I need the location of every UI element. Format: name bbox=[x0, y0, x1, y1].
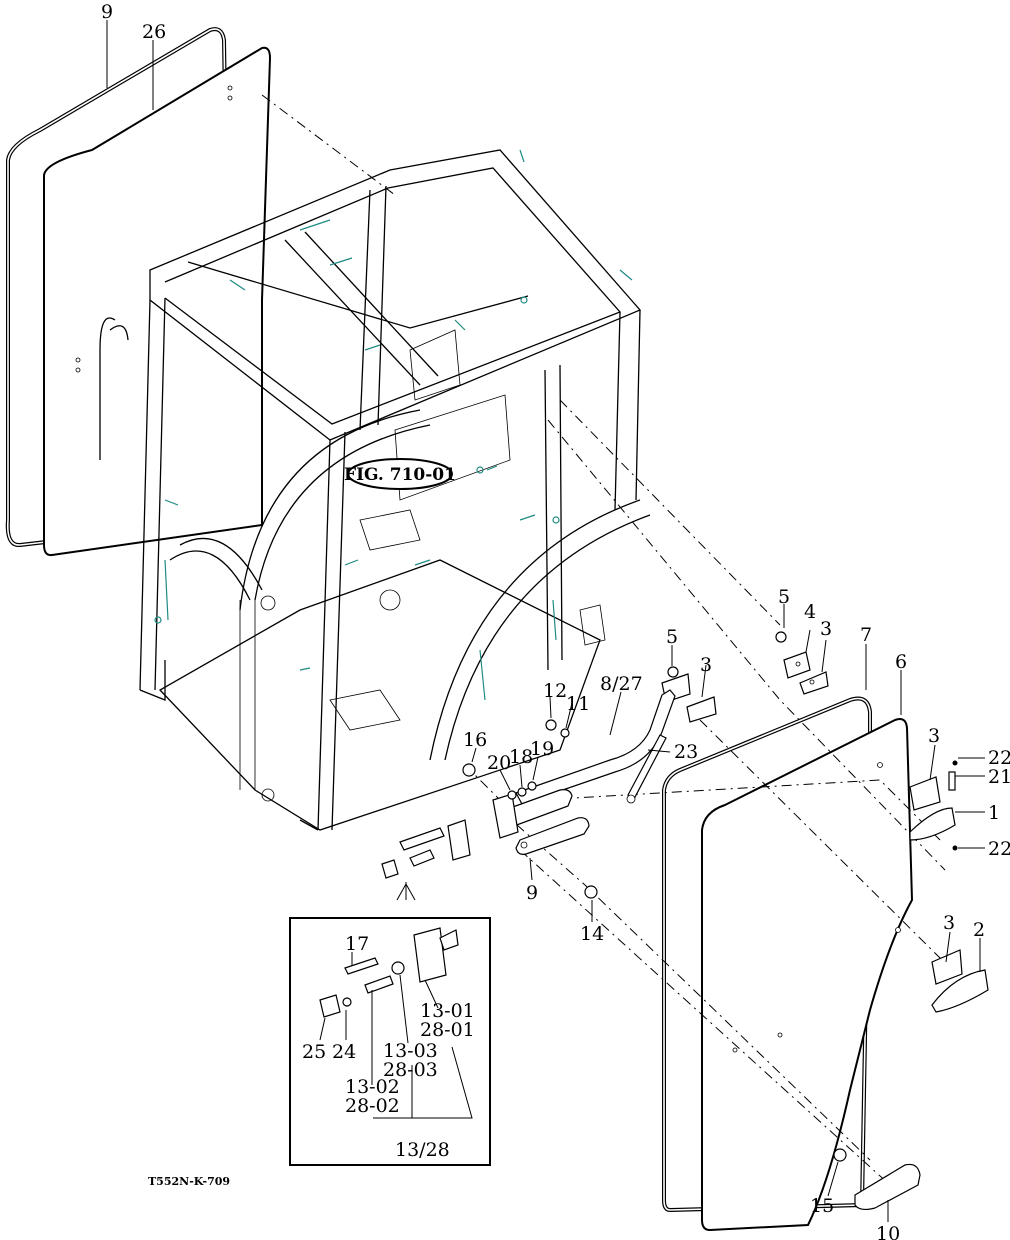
lock-assembly bbox=[381, 819, 471, 879]
callout-21: 21 bbox=[988, 766, 1010, 788]
svg-text:FIG. 710-01: FIG. 710-01 bbox=[344, 465, 456, 485]
callout-11: 11 bbox=[566, 693, 590, 715]
callout-23: 23 bbox=[674, 741, 698, 763]
detail-callout-25: 25 bbox=[302, 1041, 326, 1063]
callout-4: 4 bbox=[804, 601, 816, 623]
callout-leaders bbox=[106, 20, 985, 1222]
detail-label-28-02: 28-02 bbox=[345, 1095, 400, 1117]
lower-handle-set bbox=[931, 949, 989, 1013]
latch-bracket bbox=[462, 719, 598, 899]
detail-label-28-03: 28-03 bbox=[383, 1059, 438, 1081]
callout-12: 12 bbox=[543, 680, 567, 702]
callout-18: 18 bbox=[509, 746, 533, 768]
callout-20: 20 bbox=[487, 752, 511, 774]
door-seal bbox=[662, 696, 872, 1213]
stay-links bbox=[503, 789, 590, 855]
callout-16: 16 bbox=[463, 729, 487, 751]
callout-22-lower: 22 bbox=[988, 838, 1010, 860]
callout-labels: 9 26 5 4 3 7 6 5 3 12 11 8/27 16 20 18 1… bbox=[101, 1, 1010, 1240]
callout-3-lower: 3 bbox=[943, 912, 955, 934]
callout-3-handle: 3 bbox=[928, 725, 940, 747]
callout-15: 15 bbox=[810, 1195, 834, 1217]
callout-10: 10 bbox=[876, 1223, 900, 1240]
callout-14: 14 bbox=[580, 923, 604, 945]
rear-window-glass bbox=[43, 46, 272, 557]
detail-callout-24: 24 bbox=[332, 1041, 356, 1063]
assembly-lines bbox=[464, 399, 946, 1186]
figure-reference: FIG. 710-01 bbox=[344, 458, 456, 490]
callout-8-27: 8/27 bbox=[600, 673, 643, 695]
callout-6: 6 bbox=[895, 651, 907, 673]
cab-frame bbox=[99, 149, 651, 831]
callout-5-upper: 5 bbox=[778, 586, 790, 608]
callout-9-link: 9 bbox=[526, 882, 538, 904]
detail-label-13-02: 13-02 bbox=[345, 1076, 400, 1098]
detail-label-13-03: 13-03 bbox=[383, 1040, 438, 1062]
callout-3-upper: 3 bbox=[820, 618, 832, 640]
upper-handle-set bbox=[909, 760, 958, 851]
callout-22-upper: 22 bbox=[988, 747, 1010, 769]
rear-glass-mounting-line bbox=[261, 94, 396, 196]
drawing-code: T552N-K-709 bbox=[148, 1175, 230, 1188]
door-pull-handle bbox=[833, 1148, 921, 1211]
callout-7: 7 bbox=[860, 624, 872, 646]
door-glass bbox=[701, 718, 914, 1232]
upper-hinge-set bbox=[775, 631, 829, 695]
rear-window-seal bbox=[5, 27, 239, 547]
callout-2: 2 bbox=[973, 919, 985, 941]
callout-3-middle: 3 bbox=[700, 654, 712, 676]
detail-label-28-01: 28-01 bbox=[420, 1019, 475, 1041]
callout-26: 26 bbox=[142, 21, 166, 43]
callout-19: 19 bbox=[530, 738, 554, 760]
detail-callout-17: 17 bbox=[345, 933, 369, 955]
lock-detail-box: 17 25 24 13-01 28-01 13-03 28-03 13-02 2… bbox=[289, 882, 491, 1166]
detail-label-13-28: 13/28 bbox=[395, 1139, 450, 1161]
callout-5-middle: 5 bbox=[666, 626, 678, 648]
detail-label-13-01: 13-01 bbox=[420, 1000, 475, 1022]
callout-1: 1 bbox=[988, 802, 1000, 824]
callout-9-rear-seal: 9 bbox=[101, 1, 113, 23]
